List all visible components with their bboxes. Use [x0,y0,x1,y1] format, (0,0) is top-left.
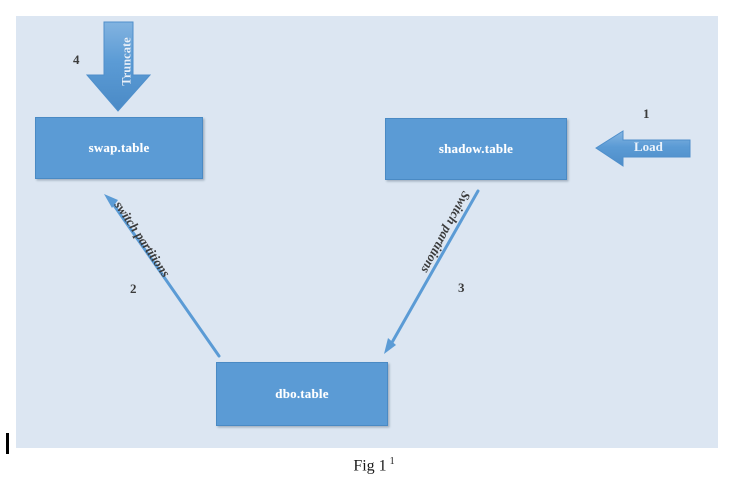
figure-caption-text: Fig 1 [353,457,387,475]
node-dbo-table[interactable]: dbo.table [216,362,388,426]
step-number-1: 1 [643,106,650,121]
text-caret [6,433,9,454]
node-swap-table[interactable]: swap.table [35,117,203,179]
truncate-arrow-label: Truncate [119,37,134,86]
step-number-3: 3 [458,280,465,295]
node-swap-table-label: swap.table [88,140,150,155]
step-number-2: 2 [130,281,137,296]
step-number-4: 4 [73,52,80,67]
figure-caption-superscript: 1 [389,456,395,467]
node-shadow-table-label: shadow.table [438,141,514,156]
node-dbo-table-label: dbo.table [275,386,329,401]
node-shadow-table[interactable]: shadow.table [385,118,567,180]
load-arrow-label: Load [634,139,663,154]
